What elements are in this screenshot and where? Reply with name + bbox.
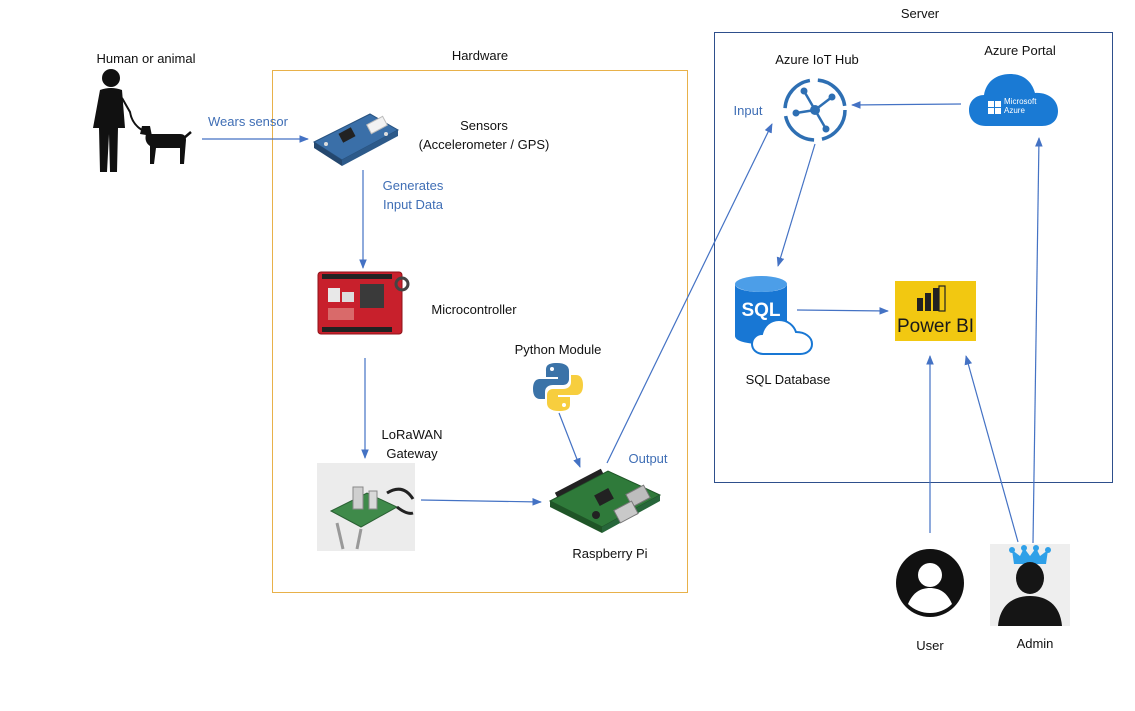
azure-portal-label: Azure Portal [984, 43, 1056, 58]
sensors-label: Sensors [460, 118, 508, 133]
arrow-sql-to-powerbi [796, 307, 889, 315]
azure-cloud-icon [969, 74, 1058, 126]
arrow-portal-to-iothub [851, 101, 962, 109]
python-logo-icon [533, 363, 583, 411]
edge-label-output: Output [628, 451, 668, 466]
server-group-title: Server [900, 6, 940, 21]
arrow-iothub-to-sql [776, 143, 816, 267]
server-group [714, 32, 1113, 483]
lorawan-sublabel: Gateway [386, 446, 438, 461]
iot-hub-icon [783, 78, 847, 142]
power-bi-bars-icon [917, 285, 946, 312]
lorawan-gateway-icon [317, 463, 415, 551]
raspberry-pi-board-icon [548, 468, 662, 533]
sql-logo-text: SQL [741, 300, 781, 321]
microcontroller-board-icon [317, 271, 410, 335]
edge-label-input: Input [733, 103, 763, 118]
microcontroller-label: Microcontroller [431, 302, 517, 317]
sensor-board-icon [312, 113, 400, 166]
lorawan-label: LoRaWAN [381, 427, 443, 442]
human-label: Human or animal [96, 51, 196, 66]
azure-logo-text-microsoft: Microsoft [1004, 97, 1037, 106]
sql-database-label: SQL Database [745, 372, 831, 387]
arrow-python-to-raspberry [558, 412, 581, 468]
power-bi-logo-text: Power BI [896, 316, 975, 337]
azure-logo-text-azure: Azure [1004, 106, 1025, 115]
user-label: User [916, 638, 944, 653]
admin-label: Admin [1016, 636, 1054, 651]
edge-label-generates: Generates [382, 178, 444, 193]
hardware-group [272, 70, 688, 593]
edge-label-input-data: Input Data [383, 197, 443, 212]
edge-label-wears-sensor: Wears sensor [208, 114, 288, 129]
sensors-sublabel: (Accelerometer / GPS) [418, 137, 550, 152]
admin-crown-icon [990, 544, 1070, 626]
arrow-lorawan-to-raspberry [420, 498, 542, 506]
sql-database-icon [735, 276, 814, 355]
hardware-group-title: Hardware [451, 48, 509, 63]
iot-hub-label: Azure IoT Hub [775, 52, 859, 67]
arrow-admin-to-portal [1032, 137, 1043, 544]
arrow-admin-to-powerbi [964, 355, 1019, 543]
raspberry-pi-label: Raspberry Pi [572, 546, 648, 561]
person-with-dog-icon [93, 69, 192, 172]
user-avatar-icon [896, 549, 964, 617]
python-label: Python Module [514, 342, 602, 357]
arrow-raspberry-to-iothub [606, 123, 773, 464]
